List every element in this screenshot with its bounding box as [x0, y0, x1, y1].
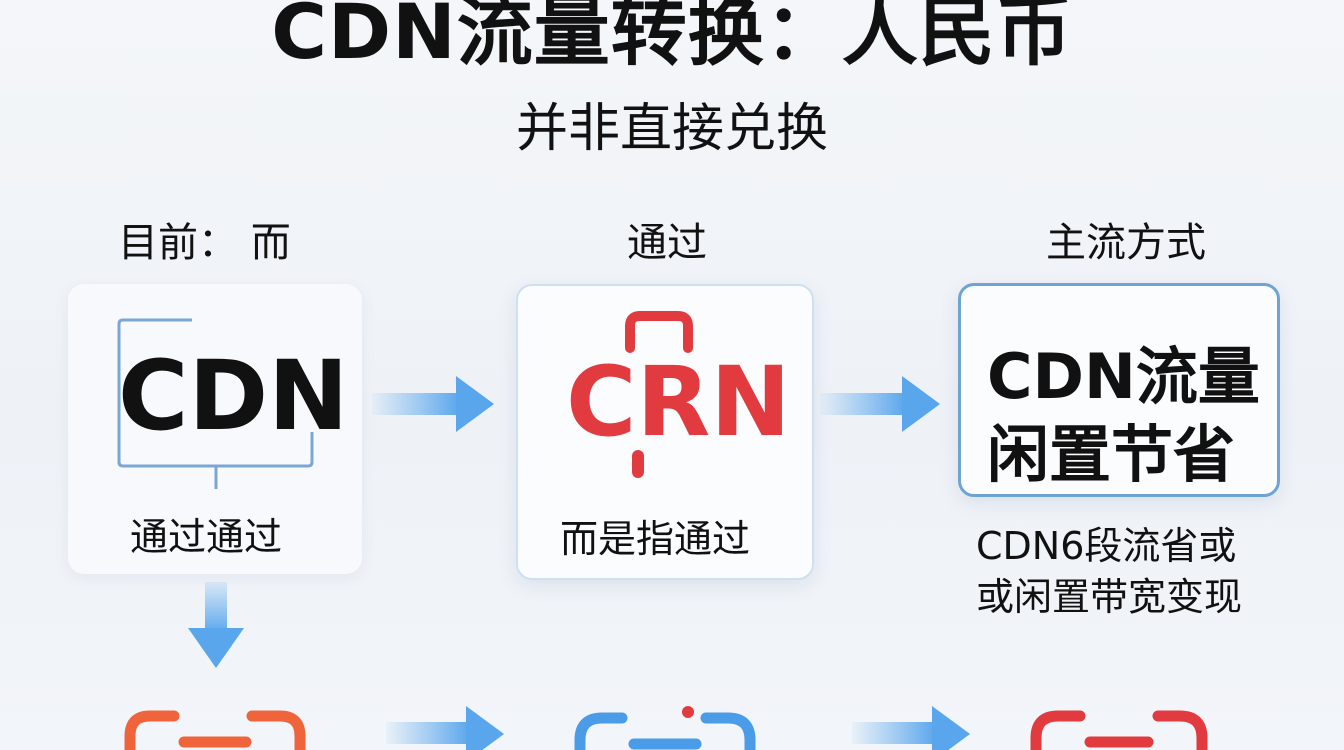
- column-heading-mainstream: 主流方式: [1046, 220, 1206, 266]
- crn-card: CRN 而是指通过: [516, 284, 814, 580]
- cdn-traffic-line-2: 闲置节省: [987, 418, 1236, 491]
- mainstream-note-line-2: 或闲置带宽变现: [976, 575, 1243, 619]
- cdn-logo-frame-icon: [117, 318, 314, 489]
- arrow-down-icon: [188, 582, 244, 668]
- arrow-right-icon: [372, 376, 494, 432]
- cdn-card-caption: 通过通过: [130, 515, 283, 559]
- arrow-right-icon: [820, 376, 940, 432]
- arrow-right-icon: [386, 706, 504, 750]
- cdn-traffic-card: CDN流量 闲置节省: [958, 283, 1280, 497]
- crn-logo-bracket-icon: [625, 311, 693, 478]
- link-icon: [1030, 710, 1208, 750]
- column-heading-via: 通过: [627, 220, 707, 266]
- column-heading-current: 目前： 而: [118, 220, 291, 266]
- link-icon: [574, 706, 756, 750]
- page-subtitle: 并非直接兑换: [515, 99, 828, 159]
- cdn-traffic-line-1: CDN流量: [987, 340, 1260, 413]
- crn-logo-text: CRN: [566, 346, 791, 458]
- cdn-logo-text: CDN: [118, 340, 349, 452]
- crn-card-caption: 而是指通过: [560, 517, 751, 561]
- cdn-card: CDN 通过通过: [68, 284, 362, 574]
- arrow-right-icon: [852, 706, 970, 750]
- link-icon: [124, 710, 306, 750]
- page-title: CDN流量转换：人民币: [271, 0, 1073, 76]
- mainstream-note-line-1: CDN6段流省或: [976, 524, 1237, 568]
